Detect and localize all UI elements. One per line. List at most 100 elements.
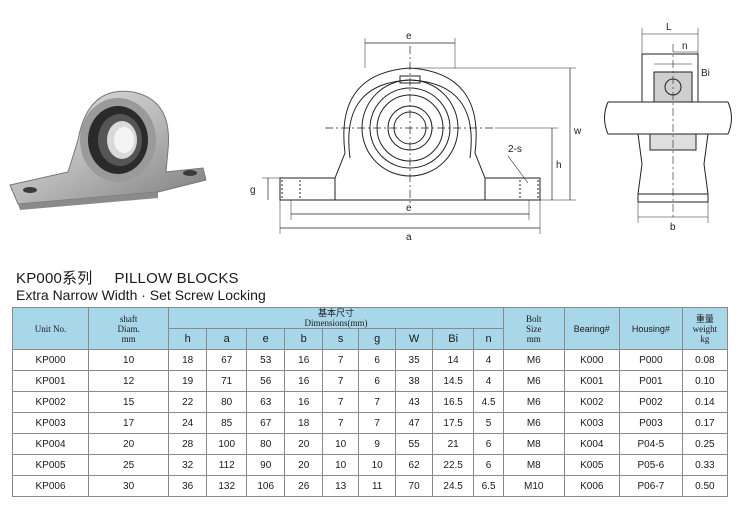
table-cell: 35 bbox=[395, 349, 434, 371]
table-cell: 71 bbox=[206, 370, 248, 392]
table-cell: 6 bbox=[358, 349, 397, 371]
table-cell: 112 bbox=[206, 454, 248, 476]
table-cell: 16 bbox=[284, 391, 324, 413]
table-cell: K001 bbox=[563, 370, 621, 392]
header-a: a bbox=[206, 328, 248, 350]
table-cell: 24 bbox=[168, 412, 208, 434]
table-cell: M8 bbox=[502, 433, 565, 455]
header-w: W bbox=[395, 328, 434, 350]
unit-cell: KP003 bbox=[11, 412, 90, 434]
header-s: s bbox=[322, 328, 360, 350]
table-cell: 62 bbox=[395, 454, 434, 476]
header-bi: Bi bbox=[432, 328, 475, 350]
table-cell: K003 bbox=[563, 412, 621, 434]
header-g: g bbox=[358, 328, 397, 350]
label-e-bottom: e bbox=[406, 203, 412, 214]
header-unit: Unit No. bbox=[11, 307, 90, 350]
table-cell: 80 bbox=[206, 391, 248, 413]
table-cell: P000 bbox=[619, 349, 683, 371]
table-cell: 15 bbox=[88, 391, 170, 413]
label-a: a bbox=[406, 232, 412, 243]
table-cell: 21 bbox=[432, 433, 475, 455]
unit-cell: KP000 bbox=[11, 349, 90, 371]
table-cell: 67 bbox=[206, 349, 248, 371]
table-cell: 16.5 bbox=[432, 391, 475, 413]
table-cell: P003 bbox=[619, 412, 683, 434]
table-cell: K002 bbox=[563, 391, 621, 413]
table-cell: 19 bbox=[168, 370, 208, 392]
table-cell: 6 bbox=[358, 370, 397, 392]
table-cell: 24.5 bbox=[432, 475, 475, 497]
label-l: L bbox=[666, 22, 672, 33]
table-cell: M6 bbox=[502, 412, 565, 434]
table-cell: P05-6 bbox=[619, 454, 683, 476]
header-h: h bbox=[168, 328, 208, 350]
table-cell: 20 bbox=[284, 433, 324, 455]
table-cell: 16 bbox=[284, 349, 324, 371]
table-cell: M10 bbox=[502, 475, 565, 497]
table-cell: K005 bbox=[563, 454, 621, 476]
table-cell: 6 bbox=[473, 433, 504, 455]
table-cell: 100 bbox=[206, 433, 248, 455]
drawings-area: e w h g 2-s e a bbox=[9, 22, 732, 243]
table-cell: 0.25 bbox=[681, 433, 729, 455]
label-h: h bbox=[556, 160, 562, 171]
table-cell: 0.33 bbox=[681, 454, 729, 476]
table-cell: P002 bbox=[619, 391, 683, 413]
table-cell: 6 bbox=[473, 454, 504, 476]
label-b: b bbox=[670, 222, 676, 233]
table-cell: 38 bbox=[395, 370, 434, 392]
unit-cell: KP006 bbox=[11, 475, 90, 497]
table-cell: K006 bbox=[563, 475, 621, 497]
header-n: n bbox=[473, 328, 504, 350]
table-cell: 106 bbox=[246, 475, 286, 497]
table-cell: 20 bbox=[284, 454, 324, 476]
table-cell: 0.17 bbox=[681, 412, 729, 434]
unit-cell: KP002 bbox=[11, 391, 90, 413]
table-cell: K000 bbox=[563, 349, 621, 371]
table-cell: 6.5 bbox=[473, 475, 504, 497]
table-cell: 30 bbox=[88, 475, 170, 497]
table-cell: M6 bbox=[502, 349, 565, 371]
table-cell: 18 bbox=[284, 412, 324, 434]
table-cell: 22 bbox=[168, 391, 208, 413]
table-cell: 26 bbox=[284, 475, 324, 497]
unit-cell: KP001 bbox=[11, 370, 90, 392]
front-view-drawing: e w h g 2-s e a bbox=[250, 31, 582, 243]
table-cell: 28 bbox=[168, 433, 208, 455]
table-cell: 0.50 bbox=[681, 475, 729, 497]
table-cell: 7 bbox=[358, 391, 397, 413]
header-housing: Housing# bbox=[619, 307, 683, 350]
table-cell: 132 bbox=[206, 475, 248, 497]
table-cell: 10 bbox=[358, 454, 397, 476]
table-cell: 55 bbox=[395, 433, 434, 455]
table-cell: P06-7 bbox=[619, 475, 683, 497]
table-cell: 5 bbox=[473, 412, 504, 434]
table-cell: 53 bbox=[246, 349, 286, 371]
label-e-top: e bbox=[406, 31, 412, 42]
header-b: b bbox=[284, 328, 324, 350]
table-cell: P001 bbox=[619, 370, 683, 392]
table-cell: 36 bbox=[168, 475, 208, 497]
table-cell: 85 bbox=[206, 412, 248, 434]
table-cell: 17.5 bbox=[432, 412, 475, 434]
series-name: PILLOW BLOCKS bbox=[114, 270, 239, 287]
table-cell: M6 bbox=[502, 391, 565, 413]
table-cell: 0.08 bbox=[681, 349, 729, 371]
table-cell: 80 bbox=[246, 433, 286, 455]
unit-cell: KP004 bbox=[11, 433, 90, 455]
label-2s: 2-s bbox=[508, 144, 522, 155]
table-cell: 7 bbox=[322, 349, 360, 371]
table-cell: P04-5 bbox=[619, 433, 683, 455]
table-cell: 63 bbox=[246, 391, 286, 413]
header-bearing: Bearing# bbox=[563, 307, 621, 350]
table-cell: 0.14 bbox=[681, 391, 729, 413]
table-cell: M6 bbox=[502, 370, 565, 392]
table-cell: 90 bbox=[246, 454, 286, 476]
label-n: n bbox=[682, 41, 688, 52]
label-g: g bbox=[250, 185, 256, 196]
